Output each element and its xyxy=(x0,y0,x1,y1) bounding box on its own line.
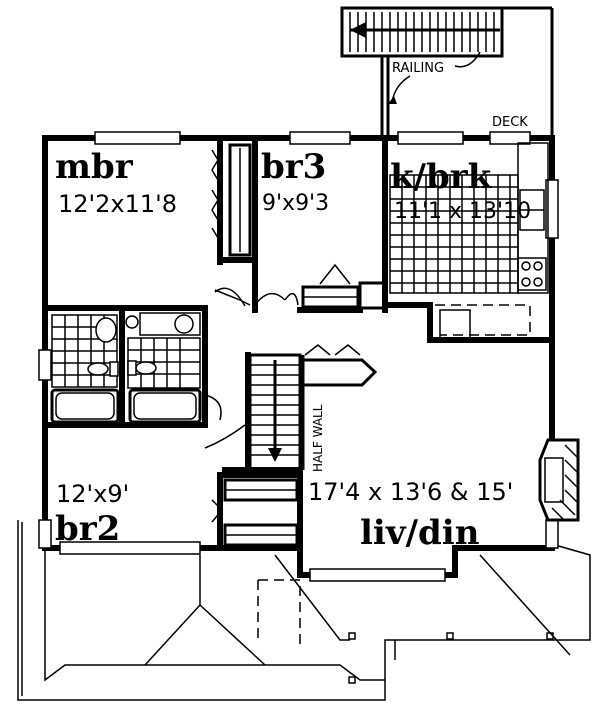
half-wall-label: HALF WALL xyxy=(311,404,325,472)
exterior-walls xyxy=(38,131,559,582)
interior-stairs xyxy=(248,344,378,472)
room-size-kbrk: 11'1 x 13'10 xyxy=(394,199,531,224)
br3-closet xyxy=(214,263,387,310)
mbr-closet xyxy=(211,143,252,257)
kitchen-floor-tiles xyxy=(389,142,549,339)
fireplace xyxy=(538,438,580,522)
room-size-br3: 9'x9'3 xyxy=(262,191,329,216)
room-name-livdin: liv/din xyxy=(360,513,479,553)
deck-stairs xyxy=(340,6,554,135)
room-size-br2: 12'x9' xyxy=(56,480,129,508)
room-size-mbr: 12'2x11'8 xyxy=(58,190,177,218)
bathrooms xyxy=(50,312,246,449)
room-name-kbrk: k/brk xyxy=(390,157,493,197)
roof-outline xyxy=(17,520,591,701)
room-name-mbr: mbr xyxy=(55,147,134,187)
deck-label: DECK xyxy=(492,115,528,130)
interior-walls xyxy=(42,135,555,551)
br2-closet xyxy=(211,478,299,547)
room-name-br3: br3 xyxy=(261,147,326,187)
room-name-br2: br2 xyxy=(55,509,120,549)
railing-label: RAILING xyxy=(392,61,444,76)
room-size-livdin: 17'4 x 13'6 & 15' xyxy=(308,478,513,506)
